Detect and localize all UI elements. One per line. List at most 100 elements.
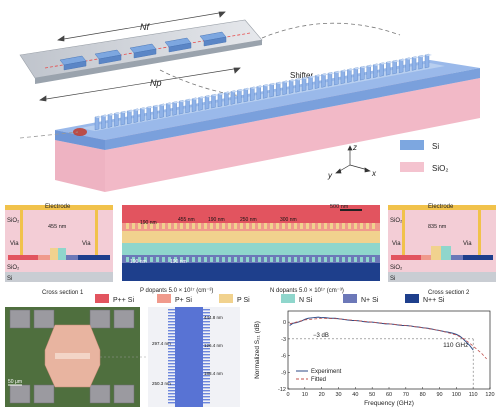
grating-tooth-top	[308, 75, 316, 78]
cs1-sio2-bottom: SiO₂	[7, 265, 20, 271]
comb-tooth-bottom	[306, 257, 309, 262]
comb-tooth-top	[162, 223, 165, 229]
grating-tooth-top	[360, 66, 368, 69]
grating-tooth-top	[347, 68, 355, 71]
comb-tooth-bottom	[198, 257, 201, 262]
grating-tooth-top	[185, 98, 193, 101]
grating-tooth-top	[340, 69, 348, 72]
x-tick-label: 30	[335, 392, 341, 398]
grating-tooth	[217, 92, 223, 108]
cs2-sio2-bottom: SiO₂	[390, 265, 403, 271]
grating-tooth	[178, 99, 184, 115]
main-waveguide-slab	[55, 60, 480, 192]
doping-legend-swatch	[343, 294, 357, 303]
doping-legend-swatch	[405, 294, 419, 303]
cs2-caption: Cross section 2	[428, 290, 470, 296]
comb-tooth-bottom	[372, 257, 375, 262]
grating-tooth-top	[179, 100, 187, 103]
sem-tooth-left	[168, 327, 175, 329]
comb-tooth-top	[132, 223, 135, 229]
comb-tooth-bottom	[228, 257, 231, 262]
grating-tooth	[373, 63, 378, 78]
comb-tooth-bottom	[282, 257, 285, 262]
comb-tooth-top	[300, 223, 303, 229]
grating-tooth-top	[321, 73, 329, 76]
comb-tooth-bottom	[174, 257, 177, 262]
comb-tooth-bottom	[348, 257, 351, 262]
y-tick-label: -9	[281, 370, 286, 376]
comb-tooth-top	[372, 223, 375, 229]
comb-tooth-top	[312, 223, 315, 229]
nf-label: Nf	[140, 22, 150, 32]
sem-tooth-left	[168, 336, 175, 338]
comb-tooth-bottom	[144, 257, 147, 262]
sem-tooth-left	[168, 390, 175, 392]
grating-tooth	[398, 58, 404, 74]
sem-tooth-right	[203, 375, 210, 377]
sem-tooth-left	[168, 318, 175, 320]
comb-tooth-bottom	[216, 257, 219, 262]
comb-tooth-top	[204, 223, 207, 229]
comb-tooth-top	[186, 223, 189, 229]
grating-tooth-top	[399, 58, 407, 61]
x-tick-label: 110	[469, 392, 478, 398]
grating-tooth	[256, 85, 261, 100]
sem-tooth-right	[203, 396, 210, 398]
comb-tooth-top	[306, 223, 309, 229]
grating-tooth	[204, 95, 210, 110]
grating-tooth-top	[172, 101, 180, 104]
comb-tooth-top	[234, 223, 237, 229]
comb-tooth-top	[276, 223, 279, 229]
comb-tooth-top	[240, 223, 243, 229]
comb-tooth-top	[138, 223, 141, 229]
comb-tooth-bottom	[294, 257, 297, 262]
grating-tooth	[314, 74, 320, 89]
grating-tooth-top	[166, 102, 174, 105]
comb-tooth-bottom	[300, 257, 303, 262]
comb-tooth-top	[342, 223, 345, 229]
sem-tooth-right	[203, 312, 210, 314]
comb-tooth-bottom	[156, 257, 159, 262]
sem-tooth-left	[168, 342, 175, 344]
sem-waveguide	[175, 307, 203, 407]
grating-tooth-top	[263, 84, 271, 87]
comb-tooth-bottom	[318, 257, 321, 262]
comb-tooth-top	[168, 223, 171, 229]
comb-tooth-top	[222, 223, 225, 229]
sem-tooth-right	[203, 327, 210, 329]
grating-tooth-top	[412, 56, 420, 59]
cs1-si-label: Si	[7, 276, 12, 282]
comb-tooth-bottom	[264, 257, 267, 262]
grating-tooth-top	[289, 79, 297, 82]
comb-tooth-bottom	[270, 257, 273, 262]
grating-tooth	[379, 62, 384, 77]
grating-teeth	[94, 53, 432, 131]
grating-tooth	[159, 103, 164, 119]
comb-tooth-top	[324, 223, 327, 229]
nf-arrow	[57, 11, 226, 42]
comb-tooth-top	[354, 223, 357, 229]
grating-tooth	[340, 69, 346, 85]
sem-tooth-right	[203, 342, 210, 344]
comb-tooth-bottom	[258, 257, 261, 262]
doping-map: 500 nm 190 nm 455 nm 190 nm 250 nm 300 n…	[122, 204, 380, 294]
sem-tooth-right	[203, 369, 210, 371]
comb-tooth-top	[270, 223, 273, 229]
inset-blocks	[59, 31, 227, 71]
grating-tooth-top	[159, 103, 167, 106]
sem-tooth-right	[203, 357, 210, 359]
grating-tooth	[327, 71, 333, 87]
sem-tooth-left	[168, 324, 175, 326]
comb-tooth-bottom	[222, 257, 225, 262]
sem-tooth-left	[168, 375, 175, 377]
x-axis-label: Frequency (GHz)	[364, 400, 414, 407]
grating-tooth-top	[224, 91, 232, 94]
sem-tooth-right	[203, 363, 210, 365]
sem-tooth-right	[203, 315, 210, 317]
legend-sio2-label: SiO₂	[432, 164, 448, 173]
zoom-arc	[261, 22, 401, 39]
grating-tooth	[360, 65, 365, 81]
comb-tooth-top	[126, 223, 129, 229]
grating-tooth	[127, 109, 132, 125]
